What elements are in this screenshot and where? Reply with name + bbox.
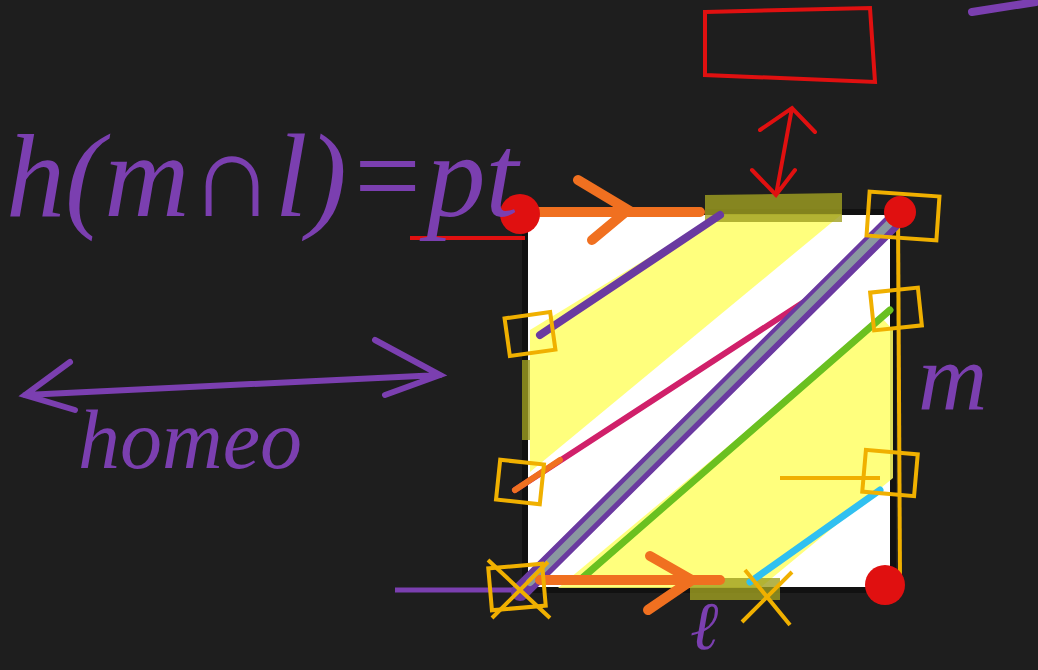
highlight — [522, 360, 530, 440]
red-double-arrow — [752, 108, 815, 195]
curve — [750, 490, 880, 582]
red-dot — [865, 565, 905, 605]
longitude-label: ℓ — [690, 592, 718, 660]
curve — [515, 285, 830, 490]
red-dot — [884, 196, 916, 228]
stroke — [972, 2, 1036, 12]
yellow-line — [898, 210, 900, 580]
curve — [580, 310, 890, 580]
meridian-label: m — [918, 330, 987, 426]
homeo-label: homeo — [78, 398, 302, 482]
red-box — [705, 8, 875, 82]
highlight — [705, 193, 842, 222]
purple-line — [395, 588, 520, 593]
point-mark — [488, 192, 939, 625]
red-line — [410, 236, 525, 240]
diagonal — [520, 210, 905, 592]
equation-label: h(m∩l)=pt — [6, 118, 518, 236]
diagonal — [530, 218, 895, 582]
curve — [540, 215, 720, 335]
